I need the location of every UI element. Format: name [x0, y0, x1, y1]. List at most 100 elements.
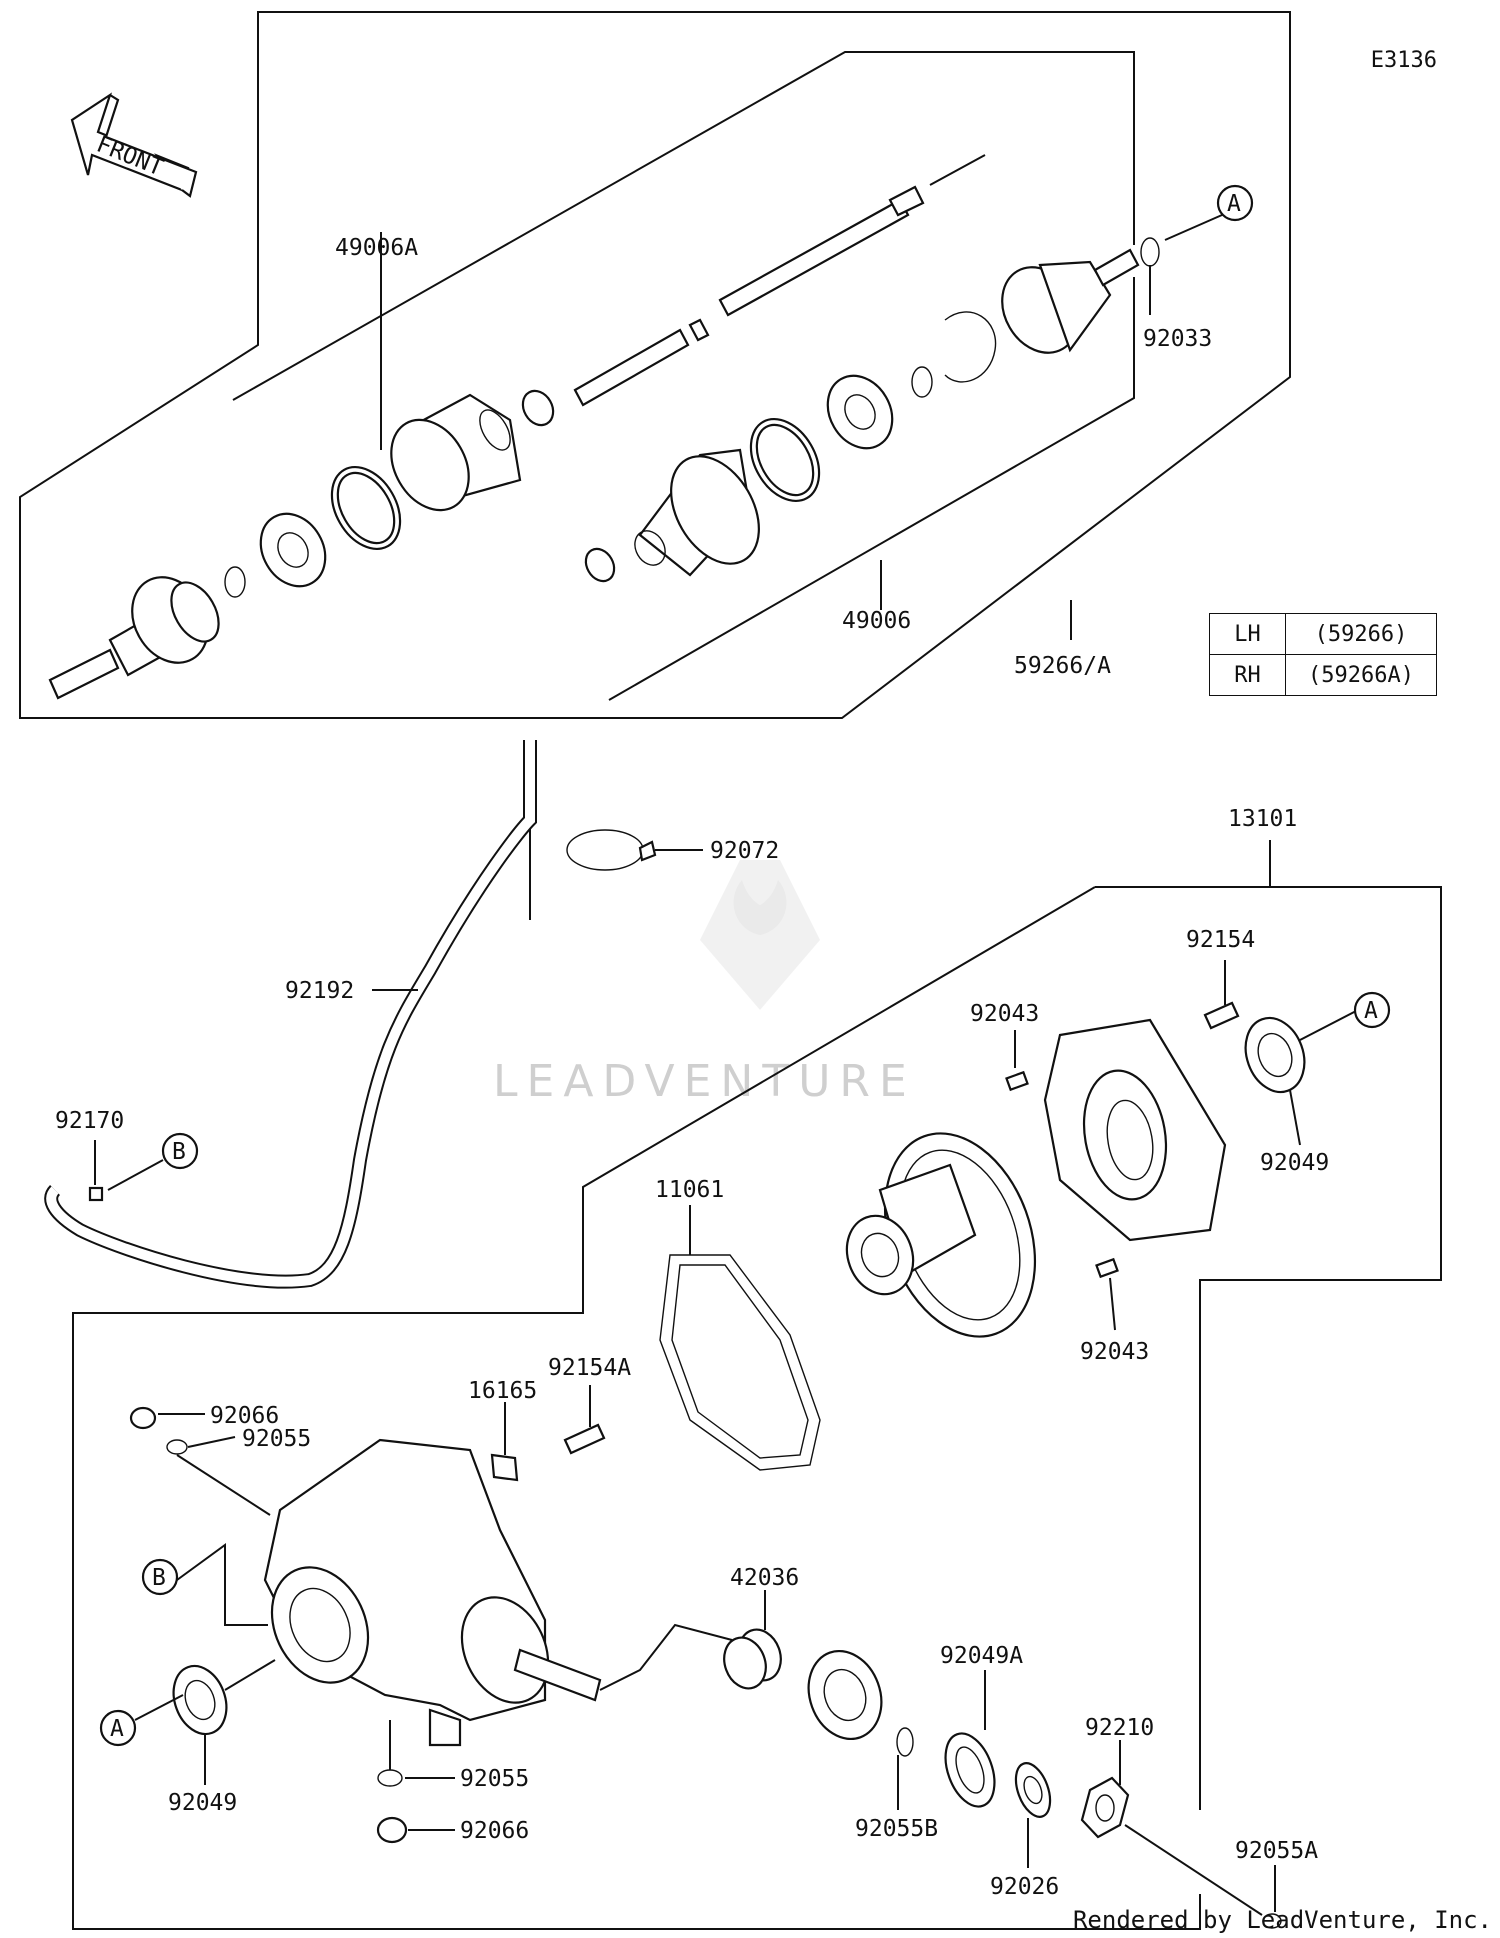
diagram-code: E3136	[1370, 48, 1437, 73]
oil-seal-92049-top	[1244, 1016, 1306, 1094]
label-92026: 92026	[990, 1874, 1059, 1900]
svg-text:B: B	[172, 1139, 186, 1165]
diff-cover	[1043, 1018, 1227, 1242]
drain-plug-92066-bot	[376, 1816, 408, 1844]
bolt-92154A	[563, 1423, 606, 1455]
circlip-92033	[1140, 237, 1160, 267]
label-92066-top: 92066	[210, 1403, 279, 1429]
svg-text:A: A	[1364, 998, 1378, 1024]
gasket-11061	[659, 1254, 821, 1471]
o-ring-92055B	[896, 1727, 914, 1757]
label-11061: 11061	[655, 1177, 724, 1203]
outer-cv-joint	[48, 576, 220, 700]
label-92043-bot: 92043	[1080, 1339, 1149, 1365]
svg-text:B: B	[152, 1565, 166, 1591]
band-92072	[566, 829, 657, 871]
part-cell: (59266A)	[1285, 654, 1437, 696]
drive-shaft	[573, 154, 986, 407]
boot-49006A	[390, 393, 522, 512]
leader-A-top	[1164, 214, 1223, 241]
label-92033: 92033	[1143, 326, 1212, 352]
leader-plug-to-case	[176, 1454, 271, 1516]
label-16165: 16165	[468, 1378, 537, 1404]
small-band-left	[521, 389, 555, 427]
label-92170: 92170	[55, 1108, 124, 1134]
circlip-middle	[911, 366, 933, 398]
o-ring-92055-top	[166, 1439, 188, 1455]
label-49006: 49006	[842, 608, 911, 634]
nut-92210	[1080, 1776, 1130, 1839]
label-42036: 42036	[730, 1565, 799, 1591]
bolt-92154	[1203, 1001, 1240, 1030]
snap-ring-large	[944, 311, 997, 383]
side-cell: RH	[1209, 654, 1286, 696]
svg-text:A: A	[110, 1716, 124, 1742]
differential-assembly-frame	[1095, 886, 1442, 1810]
leader-92055A-link	[1124, 1824, 1263, 1916]
label-92154A: 92154A	[548, 1355, 631, 1381]
bearing-42036	[723, 1628, 782, 1690]
label-92192: 92192	[285, 978, 354, 1004]
side-part-table: LH (59266) RH (59266A)	[1209, 613, 1437, 696]
leader-seal-to-case	[224, 1659, 276, 1691]
leader-B-top	[107, 1159, 164, 1191]
circlip-small	[584, 547, 616, 583]
axle-assembly-frame	[19, 11, 1291, 719]
watermark-text: LEADVENTURE	[493, 1056, 916, 1107]
bearing-large	[807, 1649, 883, 1741]
label-92049-top: 92049	[1260, 1150, 1329, 1176]
table-row: RH (59266A)	[1209, 654, 1437, 696]
ref-circle-a-bot: A	[99, 1709, 137, 1747]
label-92210: 92210	[1085, 1715, 1154, 1741]
label-92066-bot: 92066	[460, 1818, 529, 1844]
differential-assembly-frame-left	[72, 886, 1201, 1930]
ref-circle-a-mid: A	[1353, 991, 1391, 1029]
differential-ring-gear	[845, 1132, 1037, 1338]
label-92055-top: 92055	[242, 1426, 311, 1452]
breather-hose	[44, 740, 537, 1289]
bracket-lower-49006	[608, 277, 1135, 701]
label-59266: 59266/A	[1014, 653, 1111, 679]
label-92154: 92154	[1186, 927, 1255, 953]
inner-cv-joint	[1001, 248, 1140, 354]
ref-circle-b-top: B	[161, 1132, 199, 1170]
watermark-logo	[700, 860, 820, 1010]
cv-cage-inner-left	[259, 512, 327, 588]
side-cell: LH	[1209, 613, 1286, 655]
clamp-92170	[88, 1186, 104, 1202]
filler-plug-92066-top	[129, 1406, 157, 1430]
leader-92055-top	[187, 1436, 236, 1448]
leader-B-bot	[176, 1543, 268, 1626]
circlip-92033-left	[224, 566, 246, 598]
leader-A-mid	[1299, 1009, 1359, 1041]
label-49006A: 49006A	[335, 235, 418, 261]
oil-seal-92049-bot	[172, 1664, 228, 1736]
ref-circle-b-bot: B	[141, 1558, 179, 1596]
boot-band-left	[330, 465, 402, 551]
boot-49006	[634, 448, 760, 577]
final-gear-case	[263, 1438, 602, 1747]
oil-seal-92049A	[944, 1732, 996, 1808]
bracket-49006A	[232, 51, 1135, 401]
footer-credit: Rendered by LeadVenture, Inc.	[1072, 1906, 1492, 1934]
leader-A-bot	[134, 1694, 184, 1721]
leader-pinion-42036	[599, 1623, 733, 1691]
tag-16165	[490, 1453, 519, 1482]
boot-band-right	[749, 417, 821, 503]
leader-92043-bot	[1109, 1277, 1116, 1331]
label-92049-bot: 92049	[168, 1790, 237, 1816]
ref-circle-a-top: A	[1216, 184, 1254, 222]
svg-text:A: A	[1227, 191, 1241, 217]
label-13101: 13101	[1228, 806, 1297, 832]
leader-92049-top	[1289, 1089, 1301, 1146]
label-92049A: 92049A	[940, 1643, 1023, 1669]
label-92043-top: 92043	[970, 1001, 1039, 1027]
label-92055B: 92055B	[855, 1816, 938, 1842]
washer-92026	[1014, 1762, 1052, 1818]
label-92072: 92072	[710, 838, 779, 864]
front-arrow: FRONT	[70, 92, 198, 198]
dowel-pin-92043-bot	[1095, 1257, 1119, 1279]
dowel-pin-92043-top	[1005, 1070, 1029, 1092]
label-92055A: 92055A	[1235, 1838, 1318, 1864]
